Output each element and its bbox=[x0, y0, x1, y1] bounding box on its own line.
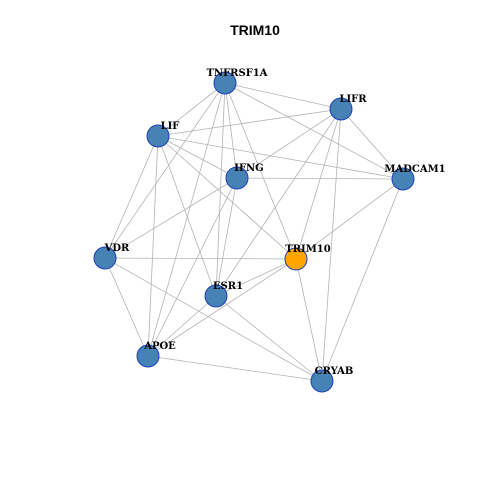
edge-layer bbox=[104, 82, 404, 382]
edge-vdr-trim10 bbox=[104, 257, 297, 260]
node-vdr bbox=[93, 246, 117, 270]
edge-lifr-madcam1 bbox=[340, 108, 404, 180]
edge-esr1-cryab bbox=[215, 295, 323, 382]
edge-tnfrsf1a-lif bbox=[157, 82, 226, 137]
edge-tnfrsf1a-lifr bbox=[224, 82, 342, 110]
edge-tnfrsf1a-vdr bbox=[104, 82, 226, 259]
edge-tnfrsf1a-esr1 bbox=[215, 82, 226, 297]
node-tnfrsf1a bbox=[213, 71, 237, 95]
edge-ifng-madcam1 bbox=[236, 177, 404, 180]
node-label-ifng: IFNG bbox=[234, 163, 263, 174]
node-label-vdr: VDR bbox=[104, 243, 130, 254]
node-label-madcam1: MADCAM1 bbox=[384, 164, 445, 175]
node-cryab bbox=[310, 369, 334, 393]
edge-tnfrsf1a-trim10 bbox=[224, 82, 297, 260]
node-trim10 bbox=[284, 247, 308, 271]
edge-tnfrsf1a-apoe bbox=[147, 82, 226, 357]
edge-trim10-cryab bbox=[295, 258, 323, 382]
node-lif bbox=[146, 124, 170, 148]
edge-lif-vdr bbox=[104, 135, 159, 259]
node-label-lifr: LIFR bbox=[339, 94, 367, 105]
node-lifr bbox=[329, 97, 353, 121]
edge-lif-apoe bbox=[147, 135, 159, 357]
edge-tnfrsf1a-madcam1 bbox=[224, 82, 404, 180]
node-label-esr1: ESR1 bbox=[213, 281, 243, 292]
edge-lifr-lif bbox=[157, 108, 342, 137]
node-ifng bbox=[225, 166, 249, 190]
node-label-tnfrsf1a: TNFRSF1A bbox=[206, 68, 267, 79]
node-label-lif: LIF bbox=[161, 121, 180, 132]
edge-lifr-cryab bbox=[321, 108, 342, 382]
node-esr1 bbox=[204, 284, 228, 308]
edge-madcam1-trim10 bbox=[295, 178, 404, 260]
node-label-apoe: APOE bbox=[143, 341, 176, 352]
edge-lif-esr1 bbox=[157, 135, 217, 297]
node-label-trim10: TRIM10 bbox=[285, 244, 330, 255]
edge-tnfrsf1a-ifng bbox=[224, 82, 238, 179]
edge-vdr-apoe bbox=[104, 257, 149, 357]
node-apoe bbox=[136, 344, 160, 368]
edge-lifr-trim10 bbox=[295, 108, 342, 260]
edge-lif-ifng bbox=[157, 135, 238, 179]
edge-madcam1-cryab bbox=[321, 178, 404, 382]
edge-apoe-cryab bbox=[147, 355, 323, 382]
edge-lif-madcam1 bbox=[157, 135, 404, 180]
node-madcam1 bbox=[391, 167, 415, 191]
edge-esr1-apoe bbox=[147, 295, 217, 357]
edge-trim10-apoe bbox=[147, 258, 297, 357]
node-label-cryab: CRYAB bbox=[315, 366, 354, 377]
edge-ifng-esr1 bbox=[215, 177, 238, 297]
edge-trim10-esr1 bbox=[215, 258, 297, 297]
edge-lifr-ifng bbox=[236, 108, 342, 179]
edge-lifr-esr1 bbox=[215, 108, 342, 297]
edge-ifng-apoe bbox=[147, 177, 238, 357]
edge-ifng-vdr bbox=[104, 177, 238, 259]
edge-vdr-cryab bbox=[104, 257, 323, 382]
graph-title: TRIM10 bbox=[230, 22, 280, 38]
